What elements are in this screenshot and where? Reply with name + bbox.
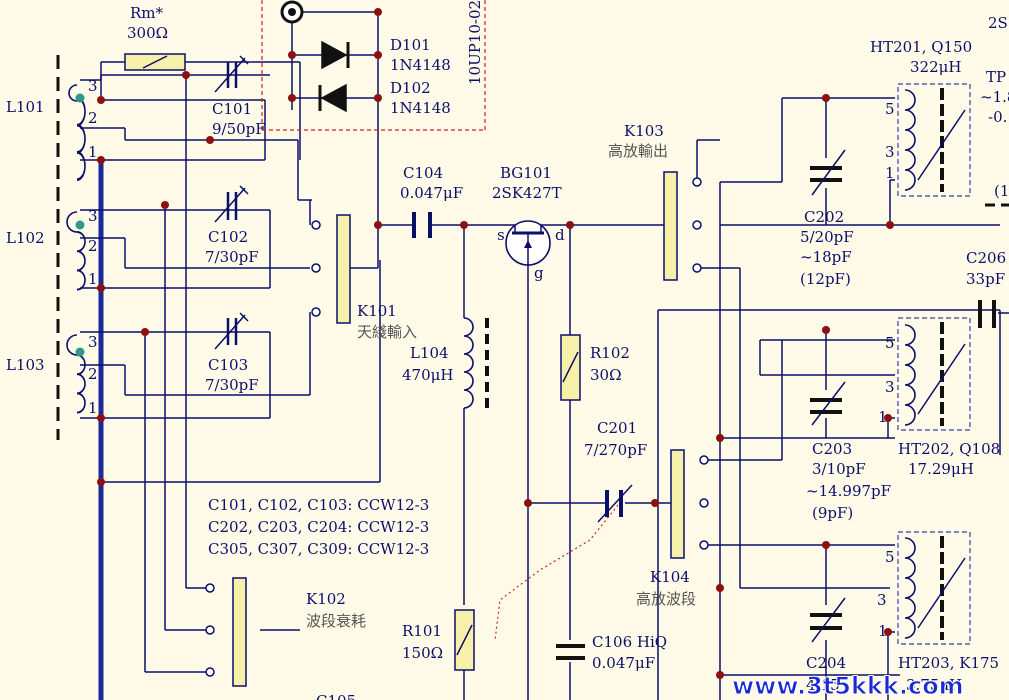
ht201-pin3: 3 bbox=[885, 143, 895, 161]
l101-label: L101 bbox=[6, 98, 45, 116]
c103-value: 7/30pF bbox=[205, 376, 259, 394]
l104-name: L104 bbox=[410, 344, 449, 362]
k102-name: K102 bbox=[306, 590, 346, 608]
c203-line1: 3/10pF bbox=[812, 460, 866, 478]
c206-value: 33pF bbox=[966, 270, 1005, 288]
k101-name: K101 bbox=[357, 302, 397, 320]
ht203-pin1: 1 bbox=[878, 622, 888, 640]
l103-pin2: 2 bbox=[88, 365, 98, 383]
c201-value: 7/270pF bbox=[584, 441, 647, 459]
k104-desc: 高放波段 bbox=[636, 590, 696, 608]
c101-name: C101 bbox=[212, 100, 252, 118]
c104-name: C104 bbox=[403, 164, 443, 182]
tp-line2: -0. bbox=[988, 108, 1007, 126]
l102-label: L102 bbox=[6, 229, 45, 247]
c202-line1: 5/20pF bbox=[800, 228, 854, 246]
ht202-value: 17.29μH bbox=[908, 460, 974, 478]
rm-name: Rm* bbox=[130, 4, 164, 22]
d101-name: D101 bbox=[390, 36, 431, 54]
watermark: www.3t5kkk.com bbox=[732, 672, 964, 700]
c201-name: C201 bbox=[597, 419, 637, 437]
top-right-label: 2S bbox=[988, 14, 1008, 32]
c203-line3: (9pF) bbox=[812, 504, 853, 522]
r102-name: R102 bbox=[590, 344, 630, 362]
ht201-name: HT201, Q150 bbox=[870, 38, 972, 56]
l102-pin3: 3 bbox=[88, 207, 98, 225]
c202-line2: ~18pF bbox=[800, 248, 852, 266]
c204-value: 4/15 bbox=[806, 676, 840, 694]
d101-part: 1N4148 bbox=[390, 56, 451, 74]
l104-value: 470μH bbox=[402, 366, 453, 384]
rm-value: 300Ω bbox=[127, 24, 168, 42]
d102-name: D102 bbox=[390, 79, 431, 97]
c106-value: 0.047μF bbox=[592, 654, 655, 672]
c203-line2: ~14.997pF bbox=[806, 482, 891, 500]
bg101-part: 2SK427T bbox=[492, 184, 562, 202]
fet-gate: g bbox=[534, 264, 544, 282]
l101-pin2: 2 bbox=[88, 109, 98, 127]
tube-label: 10UP10-02 bbox=[466, 0, 484, 85]
c106-name: C106 HiQ bbox=[592, 633, 667, 651]
ht201-value: 322μH bbox=[910, 58, 961, 76]
l102-pin1: 1 bbox=[88, 270, 98, 288]
ht201-pin5: 5 bbox=[885, 100, 895, 118]
ht202-pin3: 3 bbox=[885, 378, 895, 396]
k104-name: K104 bbox=[650, 568, 690, 586]
k101-desc: 天綫輸入 bbox=[357, 323, 417, 341]
l101-pin1: 1 bbox=[88, 143, 98, 161]
c102-name: C102 bbox=[208, 228, 248, 246]
l101-coil bbox=[75, 96, 87, 181]
ht203-value: 3.75μH bbox=[906, 676, 962, 694]
tp-line1: ~1.8 bbox=[980, 88, 1009, 106]
fet-source: s bbox=[497, 226, 505, 244]
l101-pin3: 3 bbox=[88, 77, 98, 95]
l103-pin3: 3 bbox=[88, 333, 98, 351]
c204-name: C204 bbox=[806, 654, 846, 672]
l103-label: L103 bbox=[6, 356, 45, 374]
c202-name: C202 bbox=[804, 208, 844, 226]
ht203-pin5: 5 bbox=[885, 548, 895, 566]
c103-name: C103 bbox=[208, 356, 248, 374]
bg101-name: BG101 bbox=[500, 164, 552, 182]
k103-name: K103 bbox=[624, 122, 664, 140]
ht202-pin5: 5 bbox=[885, 334, 895, 352]
note-line1: C101, C102, C103: CCW12-3 bbox=[208, 496, 429, 514]
r102-value: 30Ω bbox=[590, 366, 622, 384]
c206-name: C206 bbox=[966, 249, 1006, 267]
d102-part: 1N4148 bbox=[390, 99, 451, 117]
c101-value: 9/50pF bbox=[212, 120, 266, 138]
tp-line3: (1 bbox=[994, 182, 1009, 200]
k103-desc: 高放輸出 bbox=[608, 142, 668, 160]
r101-value: 150Ω bbox=[402, 644, 443, 662]
c102-value: 7/30pF bbox=[205, 248, 259, 266]
ht201-pin1: 1 bbox=[885, 164, 895, 182]
c105-partial: C105 bbox=[316, 692, 356, 700]
c202-line3: (12pF) bbox=[800, 270, 851, 288]
k102-desc: 波段衰耗 bbox=[306, 612, 366, 630]
r101-name: R101 bbox=[402, 622, 442, 640]
c203-name: C203 bbox=[812, 440, 852, 458]
fet-drain: d bbox=[555, 226, 565, 244]
l102-pin2: 2 bbox=[88, 237, 98, 255]
ht203-name: HT203, K175 bbox=[898, 654, 999, 672]
ht202-pin1: 1 bbox=[878, 408, 888, 426]
ht203-pin3: 3 bbox=[877, 591, 887, 609]
note-line3: C305, C307, C309: CCW12-3 bbox=[208, 540, 429, 558]
note-line2: C202, C203, C204: CCW12-3 bbox=[208, 518, 429, 536]
tp-name: TP bbox=[986, 68, 1006, 86]
c104-value: 0.047μF bbox=[400, 184, 463, 202]
ht202-name: HT202, Q108 bbox=[898, 440, 1000, 458]
l103-pin1: 1 bbox=[88, 399, 98, 417]
